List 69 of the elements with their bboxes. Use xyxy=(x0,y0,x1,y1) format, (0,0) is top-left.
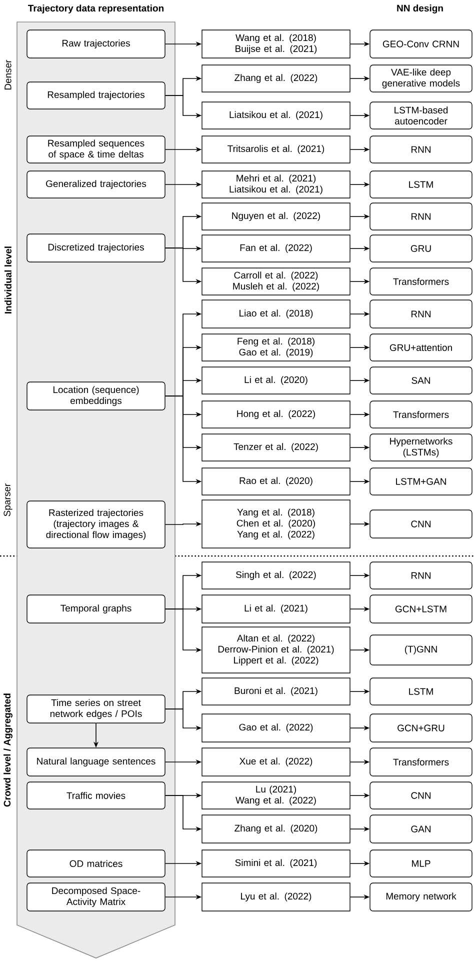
model-box: GRU xyxy=(370,234,472,262)
model-box: Transformers xyxy=(370,748,472,776)
model-box: RNN xyxy=(370,202,472,230)
model-box: Memory network xyxy=(370,882,472,912)
representation-box: Raw trajectories xyxy=(26,30,166,58)
side-label: Crowd level / Aggregated xyxy=(4,694,12,807)
model-box: SAN xyxy=(370,366,472,394)
reference-box: Buroni et al. (2021) xyxy=(202,678,350,706)
reference-box: Xue et al. (2022) xyxy=(202,748,350,776)
model-box: RNN xyxy=(370,562,472,590)
representation-box: Discretized trajectories xyxy=(26,234,166,262)
model-box: Hypernetworks (LSTMs) xyxy=(370,434,472,462)
representation-box: Resampled trajectories xyxy=(26,82,166,110)
reference-box: Wang et al. (2018) Buijse et al. (2021) xyxy=(202,30,350,58)
reference-box: Li et al. (2020) xyxy=(202,366,350,394)
reference-box: Feng et al. (2018) Gao et al. (2019) xyxy=(202,334,350,362)
reference-box: Simini et al. (2021) xyxy=(202,850,350,878)
model-box: GEO-Conv CRNN xyxy=(370,30,472,58)
representation-box: Rasterized trajectories (trajectory images & directional flow images) xyxy=(26,500,166,548)
side-label: Individual level xyxy=(4,246,12,314)
node-label: Trajectory data representation xyxy=(28,4,164,14)
reference-box: Tritsarolis et al. (2021) xyxy=(202,136,350,164)
reference-box: Zhang et al. (2020) xyxy=(202,814,350,844)
reference-box: Hong et al. (2022) xyxy=(202,400,350,428)
representation-box: Time series on street network edges / POIs xyxy=(26,694,166,724)
reference-box: Li et al. (2021) xyxy=(202,594,350,624)
model-box: LSTM xyxy=(370,170,472,198)
reference-box: Gao et al. (2022) xyxy=(202,714,350,742)
representation-box: Temporal graphs xyxy=(26,594,166,624)
model-box: GAN xyxy=(370,814,472,844)
reference-box: Mehri et al. (2021) Liatsikou et al. (2021) xyxy=(202,170,350,198)
model-box: GRU+attention xyxy=(370,334,472,362)
side-label: Denser xyxy=(4,60,12,90)
model-box: LSTM+GAN xyxy=(370,468,472,496)
reference-box: Altan et al. (2022) Derrow-Pinion et al. (2021) Lippert et al. (2022) xyxy=(202,626,350,674)
representation-box: OD matrices xyxy=(26,850,166,878)
model-box: GCN+GRU xyxy=(370,714,472,742)
model-box: Transformers xyxy=(370,400,472,428)
reference-box: Liatsikou et al. (2021) xyxy=(202,102,350,130)
model-box: CNN xyxy=(370,782,472,810)
representation-box: Natural language sentences xyxy=(26,748,166,776)
reference-box: Liao et al. (2018) xyxy=(202,300,350,328)
model-box: (T)GNN xyxy=(370,634,472,666)
model-box: LSTM xyxy=(370,678,472,706)
model-box: LSTM-based autoencoder xyxy=(370,102,472,130)
model-box: GCN+LSTM xyxy=(370,594,472,624)
reference-box: Lu (2021) Wang et al. (2022) xyxy=(202,782,350,810)
model-box: RNN xyxy=(370,300,472,328)
reference-box: Zhang et al. (2022) xyxy=(202,64,350,92)
model-box: RNN xyxy=(370,136,472,164)
side-label: Sparser xyxy=(4,484,12,516)
reference-box: Yang et al. (2018) Chen et al. (2020) Yang et al. (2022) xyxy=(202,500,350,548)
model-box: CNN xyxy=(370,510,472,538)
reference-box: Tenzer et al. (2022) xyxy=(202,434,350,462)
representation-box: Location (sequence) embeddings xyxy=(26,382,166,410)
representation-box: Traffic movies xyxy=(26,782,166,810)
reference-box: Nguyen et al. (2022) xyxy=(202,202,350,230)
reference-box: Fan et al. (2022) xyxy=(202,234,350,262)
representation-box: Decomposed Space-Activity Matrix xyxy=(26,882,166,912)
column-heading: NN design xyxy=(397,4,443,14)
model-box: Transformers xyxy=(370,268,472,296)
model-box: MLP xyxy=(370,850,472,878)
model-box: VAE-like deep generative models xyxy=(370,64,472,92)
reference-box: Lyu et al. (2022) xyxy=(202,882,350,912)
reference-box: Rao et al. (2020) xyxy=(202,468,350,496)
reference-box: Singh et al. (2022) xyxy=(202,562,350,590)
representation-box: Resampled sequences of space & time deltas xyxy=(26,136,166,164)
reference-box: Carroll et al. (2022) Musleh et al. (2022) xyxy=(202,268,350,296)
representation-box: Generalized trajectories xyxy=(26,170,166,198)
